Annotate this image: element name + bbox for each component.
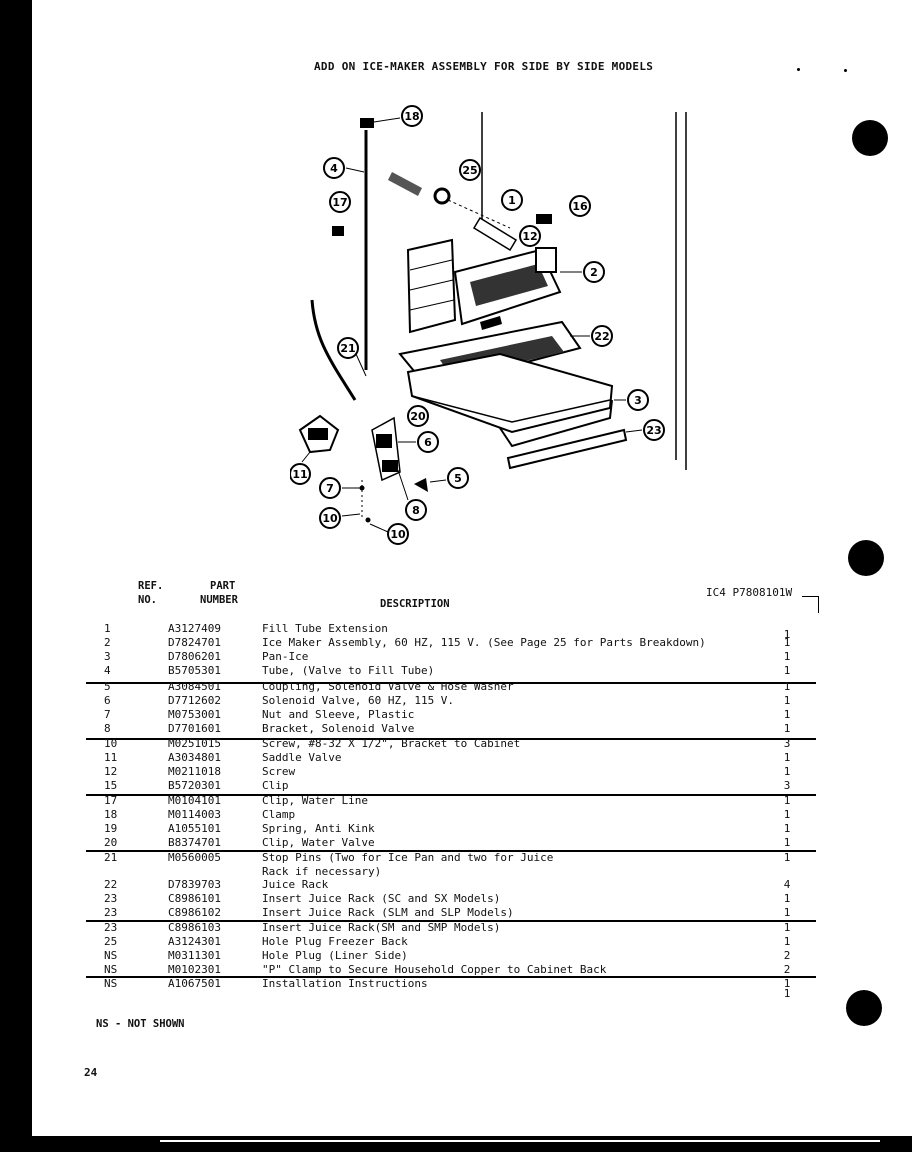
callout-label: 7 xyxy=(326,482,334,495)
scan-line xyxy=(160,1140,880,1142)
callout-8: 8 xyxy=(397,469,427,521)
quantity-column-bracket xyxy=(802,596,819,613)
footnote: NS - NOT SHOWN xyxy=(96,1018,185,1030)
callout-21: 21 xyxy=(337,337,367,377)
callout-25: 25 xyxy=(459,159,481,181)
ice-maker-body xyxy=(406,238,457,334)
group-divider xyxy=(86,850,816,852)
ice-pan-front xyxy=(499,399,613,448)
clip-water-line xyxy=(332,226,344,236)
callout-label: 23 xyxy=(646,424,661,437)
ice-maker-motor xyxy=(535,247,557,273)
callout-20: 20 xyxy=(407,405,429,427)
group-divider xyxy=(86,738,816,740)
speck xyxy=(844,69,847,72)
callout-label: 1 xyxy=(508,194,516,207)
insert-juice-rack xyxy=(506,428,628,470)
part-header-line1: PART xyxy=(210,580,236,592)
ice-maker-cubes xyxy=(470,264,548,306)
group-divider xyxy=(86,976,816,978)
callout-10-bottom: 10 xyxy=(369,523,409,545)
ref-header-line1: REF. xyxy=(138,580,164,592)
callout-label: 8 xyxy=(412,504,420,517)
saddle-valve-body xyxy=(308,428,328,440)
callout-17: 17 xyxy=(329,191,351,213)
callout-label: 25 xyxy=(462,164,477,177)
callout-label: 2 xyxy=(590,266,598,279)
callout-label: 11 xyxy=(292,468,307,481)
ice-maker-foot xyxy=(480,316,502,330)
parts-sheet xyxy=(32,0,912,1138)
part-header-line2: NUMBER xyxy=(200,594,238,606)
solenoid-bracket xyxy=(382,460,398,472)
callout-label: 16 xyxy=(572,200,588,213)
group-divider xyxy=(86,682,816,684)
callout-7: 7 xyxy=(319,477,360,499)
callout-label: 17 xyxy=(332,196,347,209)
screw-part xyxy=(365,517,371,523)
callout-label: 12 xyxy=(522,230,537,243)
page-title: ADD ON ICE-MAKER ASSEMBLY FOR SIDE BY SI… xyxy=(314,60,654,73)
callout-label: 3 xyxy=(634,394,642,407)
punch-hole-top xyxy=(852,120,888,156)
callout-22: 22 xyxy=(570,325,613,347)
callout-3: 3 xyxy=(614,389,649,411)
model-code: IC4 P7808101W xyxy=(706,586,793,599)
callout-label: 10 xyxy=(390,528,406,541)
callout-6: 6 xyxy=(398,431,439,453)
description-header: DESCRIPTION xyxy=(380,598,450,610)
ice-maker-line xyxy=(409,259,453,271)
callout-2: 2 xyxy=(560,261,605,283)
callout-label: 4 xyxy=(330,162,338,175)
callout-4: 4 xyxy=(323,157,365,179)
coupling-part xyxy=(414,478,428,492)
ice-maker-line xyxy=(409,299,455,311)
callout-12: 12 xyxy=(519,225,541,247)
coupling-part xyxy=(388,172,422,196)
callout-16: 16 xyxy=(569,195,591,217)
ref-header-line2: NO. xyxy=(138,594,157,606)
ice-pan-rim xyxy=(411,395,611,423)
page-number: 24 xyxy=(84,1066,98,1079)
solenoid-coil xyxy=(376,434,392,448)
callout-label: 22 xyxy=(594,330,609,343)
ice-pan xyxy=(406,352,614,434)
callout-label: 18 xyxy=(404,110,419,123)
callout-label: 5 xyxy=(454,472,462,485)
callout-1: 1 xyxy=(501,189,523,211)
callout-23: 23 xyxy=(625,419,665,441)
callout-label: 21 xyxy=(340,342,355,355)
screw-part xyxy=(359,485,365,491)
callout-11: 11 xyxy=(290,451,311,485)
ice-maker-exploded-diagram: 18 4 25 1 17 16 12 2 22 21 xyxy=(290,105,687,545)
water-line xyxy=(310,299,357,401)
punch-hole-bottom xyxy=(846,990,882,1026)
speck xyxy=(797,68,800,71)
callout-5: 5 xyxy=(429,467,469,489)
scan-edge xyxy=(0,1136,912,1152)
hole-plug xyxy=(433,187,451,205)
guide-dash xyxy=(447,199,511,229)
callout-label: 20 xyxy=(410,410,426,423)
callout-10-left: 10 xyxy=(319,507,361,529)
group-divider xyxy=(86,794,816,796)
clamp-part xyxy=(360,118,374,128)
callout-label: 10 xyxy=(322,512,338,525)
punch-hole-middle xyxy=(848,540,884,576)
clip-part xyxy=(536,214,552,224)
group-divider xyxy=(86,920,816,922)
ice-maker-line xyxy=(409,279,454,291)
fill-tube-extension xyxy=(472,216,518,252)
callout-label: 6 xyxy=(424,436,432,449)
callout-18: 18 xyxy=(373,105,423,127)
